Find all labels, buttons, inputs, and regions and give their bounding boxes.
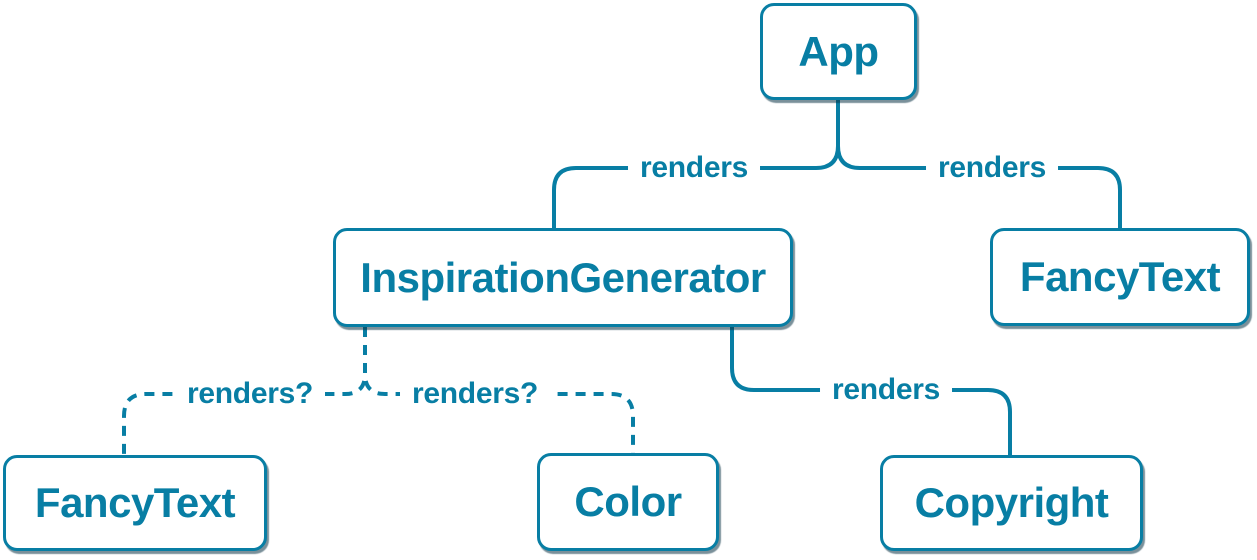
node-copyright-label: Copyright: [914, 479, 1109, 526]
node-inspiration-generator: InspirationGenerator: [333, 228, 793, 327]
node-color-label: Color: [574, 478, 682, 525]
node-fancy-text-top: FancyText: [990, 228, 1250, 326]
node-fancy-text-bottom: FancyText: [3, 455, 267, 551]
node-color: Color: [537, 453, 719, 551]
edge-label-renders-right: renders: [926, 153, 1058, 183]
node-app-label: App: [798, 27, 879, 75]
edge-label-renders-question-left: renders?: [175, 379, 325, 409]
node-copyright: Copyright: [880, 455, 1143, 551]
node-fancy-text-bottom-label: FancyText: [34, 479, 236, 526]
edge-label-renders-left: renders: [628, 153, 760, 183]
edge-label-renders-question-right: renders?: [400, 379, 550, 409]
node-fancy-text-top-label: FancyText: [1019, 253, 1221, 300]
edge-label-renders-copyright: renders: [820, 375, 952, 405]
node-inspiration-generator-label: InspirationGenerator: [360, 253, 766, 301]
node-app: App: [760, 3, 917, 100]
